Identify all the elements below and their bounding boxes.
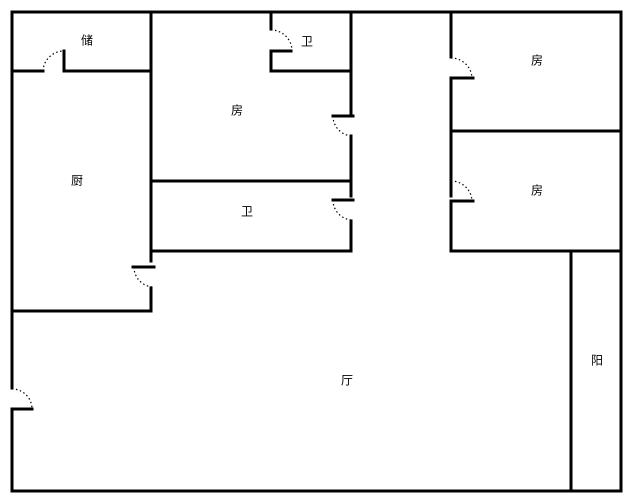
- door-arc-bedroom: [332, 115, 354, 137]
- door-arc-kitchen: [133, 266, 155, 288]
- label-kitchen: 厨: [71, 174, 83, 188]
- label-balcony: 阳: [591, 354, 603, 368]
- door-arc-bath-top: [270, 29, 293, 52]
- bath-top-wall: [269, 10, 353, 73]
- label-living-room: 厅: [341, 374, 353, 388]
- walls: [10, 10, 623, 493]
- label-bath-top: 卫: [301, 35, 313, 49]
- kitchen-wall: [10, 10, 156, 313]
- label-bath-middle: 卫: [241, 205, 253, 219]
- door-arc-bedroom-right-top: [450, 57, 473, 79]
- door-arc-storage: [42, 50, 65, 72]
- door-arc-entry: [11, 388, 33, 410]
- doors: [11, 29, 473, 410]
- label-bedroom-right-top: 房: [531, 53, 543, 68]
- right-rooms-wall: [449, 10, 623, 253]
- label-storage: 储: [81, 33, 93, 48]
- corridor-left-wall: [149, 10, 355, 253]
- door-arc-bedroom-right-bottom: [450, 180, 473, 202]
- room-labels: 储 房 卫 厨 卫 房 房 厅 阳: [71, 33, 603, 388]
- label-bedroom-right-bottom: 房: [531, 183, 543, 198]
- door-arc-bath-middle: [332, 199, 354, 221]
- label-bedroom-top-left: 房: [231, 103, 243, 118]
- storage-wall: [10, 49, 153, 73]
